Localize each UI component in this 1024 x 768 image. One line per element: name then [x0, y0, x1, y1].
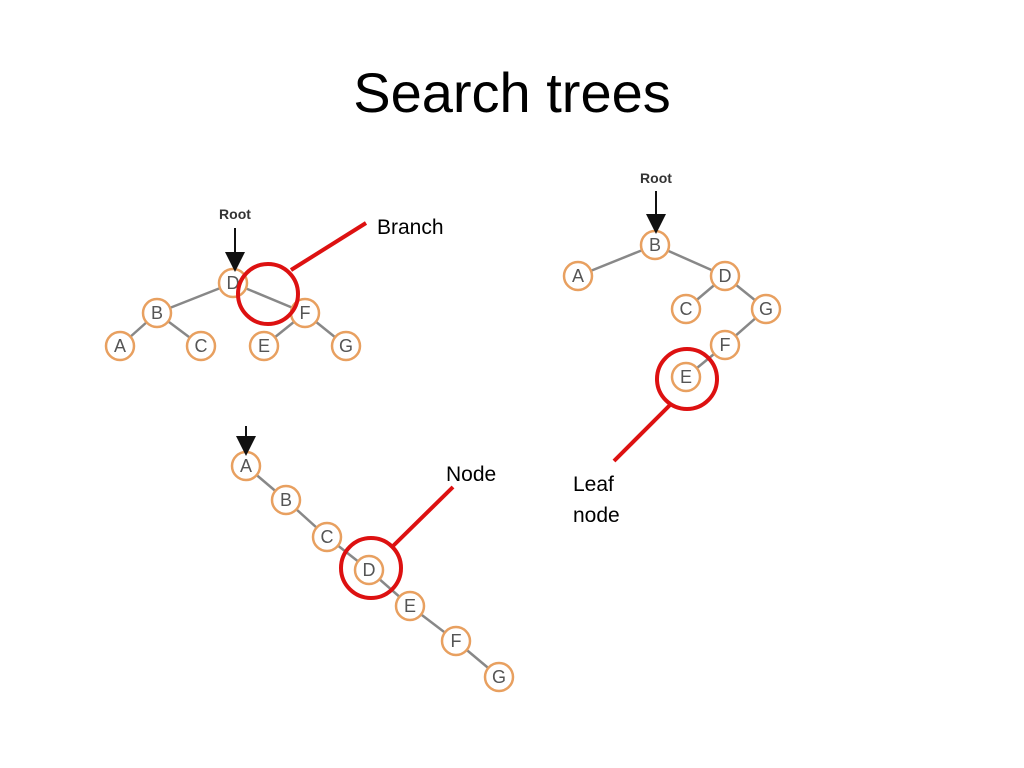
- leaf-highlight-circle: [655, 347, 719, 411]
- right-node-label-g: G: [759, 299, 773, 319]
- chain-node-label-f: F: [451, 631, 462, 651]
- right-node-label-a: A: [572, 266, 584, 286]
- branch-leader-line: [289, 221, 368, 272]
- balanced-node-b: [141, 297, 173, 329]
- right-node-f: [709, 329, 741, 361]
- chain-node-label-b: B: [280, 490, 292, 510]
- balanced-node-g: [330, 330, 362, 362]
- chain-node-e: [394, 590, 426, 622]
- balanced-node-label-b: B: [151, 303, 163, 323]
- balanced-root-label: Root: [219, 206, 251, 222]
- balanced-tree: A B C D E F G Root: [104, 206, 362, 362]
- chain-node-label-d: D: [363, 560, 376, 580]
- right-node-c: [670, 293, 702, 325]
- balanced-node-label-f: F: [300, 303, 311, 323]
- chain-node-label-e: E: [404, 596, 416, 616]
- branch-highlight-circle: [236, 262, 300, 326]
- chain-node-b: [270, 484, 302, 516]
- chain-node-g: [483, 661, 515, 693]
- leaf-label-line2: node: [573, 504, 620, 527]
- right-tree: A B C D E F G Root: [562, 170, 782, 393]
- chain-node-c: [311, 521, 343, 553]
- chain-tree: A B C D E F G: [230, 426, 515, 693]
- balanced-node-label-d: D: [227, 273, 240, 293]
- chain-node-f: [440, 625, 472, 657]
- right-node-d: [709, 260, 741, 292]
- right-node-label-e: E: [680, 367, 692, 387]
- balanced-node-label-e: E: [258, 336, 270, 356]
- right-node-label-f: F: [720, 335, 731, 355]
- right-node-label-b: B: [649, 235, 661, 255]
- branch-label: Branch: [377, 216, 444, 239]
- balanced-node-e: [248, 330, 280, 362]
- balanced-node-label-a: A: [114, 336, 126, 356]
- right-node-a: [562, 260, 594, 292]
- right-node-g: [750, 293, 782, 325]
- balanced-node-label-c: C: [195, 336, 208, 356]
- node-leader-line: [391, 485, 455, 548]
- right-node-e: [670, 361, 702, 393]
- right-node-label-c: C: [680, 299, 693, 319]
- balanced-node-c: [185, 330, 217, 362]
- leaf-label-line1: Leaf: [573, 473, 614, 496]
- chain-node-label-a: A: [240, 456, 252, 476]
- balanced-node-a: [104, 330, 136, 362]
- right-root-label: Root: [640, 170, 672, 186]
- chain-node-label-g: G: [492, 667, 506, 687]
- chain-node-label-c: C: [321, 527, 334, 547]
- leaf-leader-line: [612, 402, 673, 463]
- balanced-node-label-g: G: [339, 336, 353, 356]
- right-node-label-d: D: [719, 266, 732, 286]
- slide-title: Search trees: [353, 61, 671, 124]
- node-label: Node: [446, 463, 496, 486]
- chain-node-d: [353, 554, 385, 586]
- node-highlight-circle: [339, 536, 403, 600]
